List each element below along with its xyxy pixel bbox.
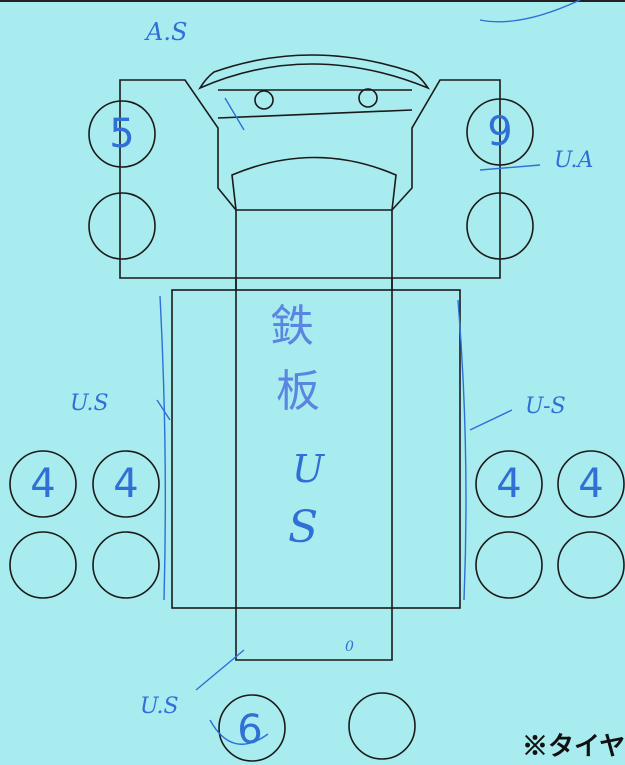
center-kanji-2: 板: [276, 366, 320, 417]
tire-mid-left-outer-bottom: [9, 531, 77, 599]
tire-number-mid-left-outer: 4: [30, 461, 56, 507]
tire-mid-right-inner-top: [475, 450, 543, 518]
cab-lamp-left: [254, 90, 274, 110]
center-letter-u: U: [292, 447, 325, 491]
tire-front-right-bottom: [466, 192, 534, 260]
tire-mid-right-outer-bottom: [557, 531, 625, 599]
tire-front-left-top: [88, 100, 156, 168]
center-letter-s: S: [288, 502, 319, 553]
cargo-body: [171, 289, 461, 609]
tire-number-mid-left-inner: 4: [113, 461, 139, 507]
tire-number-front-right: 9: [487, 109, 513, 155]
tire-mid-left-inner-bottom: [92, 531, 160, 599]
tire-mid-left-outer-top: [9, 450, 77, 518]
tire-mid-right-inner-bottom: [475, 531, 543, 599]
tire-rear-right: [348, 692, 416, 760]
windshield: [231, 156, 397, 211]
tire-front-right-top: [466, 98, 534, 166]
tire-mid-left-inner-top: [92, 450, 160, 518]
tire-number-front-left: 5: [109, 111, 135, 157]
tire-number-mid-right-outer: 4: [578, 461, 604, 507]
label-front-top: A.S: [146, 18, 188, 46]
label-bottom-left: U.S: [140, 694, 179, 719]
tire-number-rear-left: 6: [237, 707, 263, 753]
label-left-side: U.S: [70, 391, 109, 416]
center-small-mark: 0: [345, 639, 354, 655]
top-border: [0, 0, 625, 2]
tire-number-mid-right-inner: 4: [496, 461, 522, 507]
tire-rear-left: [218, 694, 286, 762]
label-right-side: U-S: [525, 394, 566, 419]
footnote-tire: ※タイヤ: [522, 731, 625, 761]
cab-roof: [198, 54, 431, 90]
tire-mid-right-outer-top: [557, 450, 625, 518]
label-front-right: U.A: [554, 148, 594, 173]
center-kanji-1: 鉄: [270, 301, 314, 352]
cab-lamp-right: [358, 88, 378, 108]
tire-front-left-bottom: [88, 192, 156, 260]
